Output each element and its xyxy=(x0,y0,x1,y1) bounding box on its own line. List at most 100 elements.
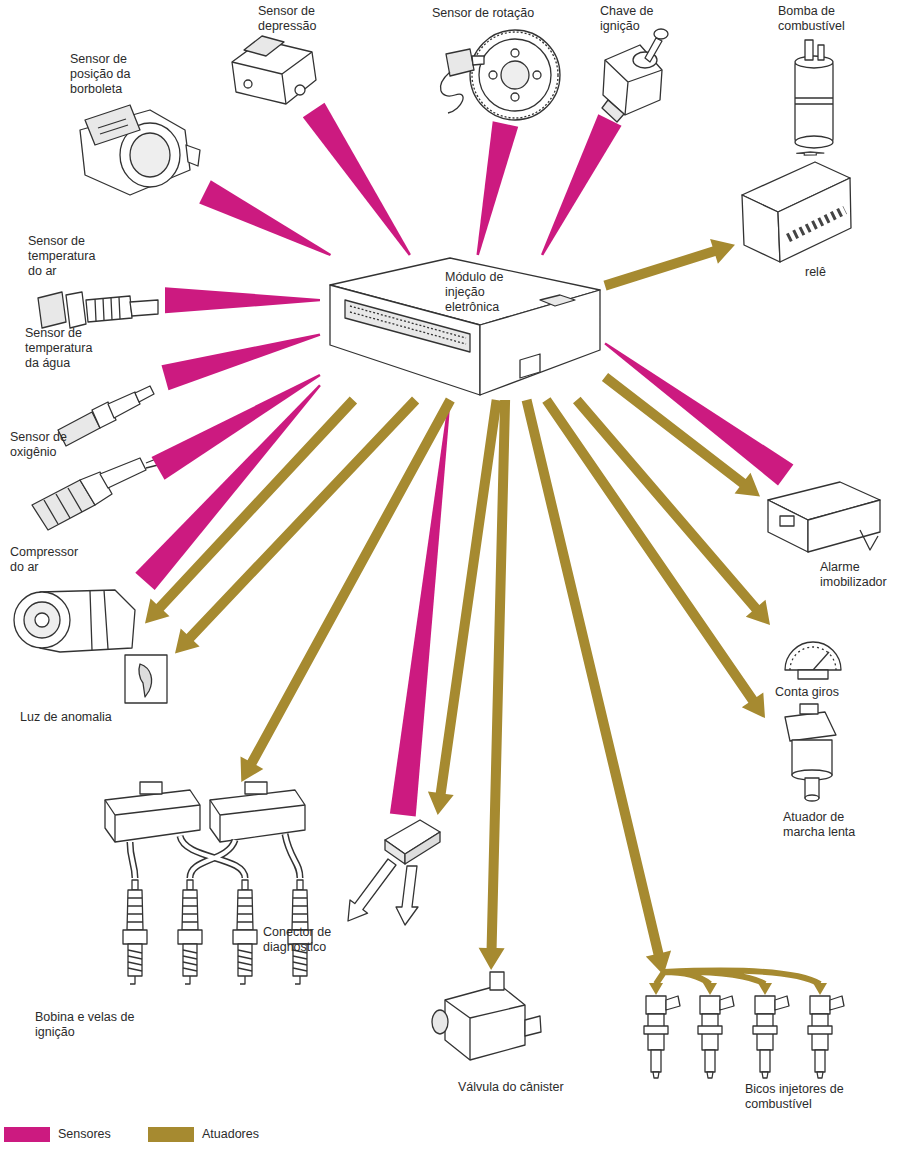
sensor-signal-wedge xyxy=(135,385,321,591)
injector-drawing xyxy=(753,996,789,1078)
canister-valve-drawing xyxy=(432,1010,448,1034)
actuator-command-arrow xyxy=(542,397,765,718)
component-label: Conta giros xyxy=(775,685,870,700)
map-sensor-drawing xyxy=(244,80,252,88)
rotation-sensor-drawing xyxy=(441,72,464,113)
tachometer-drawing xyxy=(798,670,828,679)
tachometer-drawing xyxy=(785,642,841,670)
fuel-pump-drawing xyxy=(818,45,824,60)
ignition-coil-drawing xyxy=(105,790,200,842)
sensor-signal-wedge xyxy=(199,180,331,256)
sensor-signal-wedge xyxy=(303,103,411,256)
ac-compressor-drawing xyxy=(14,590,135,652)
injector-drawing xyxy=(698,996,734,1078)
sensor-signal-wedge xyxy=(165,287,320,313)
actuator-command-arrow xyxy=(428,399,502,815)
air-temp-sensor-drawing xyxy=(66,292,86,328)
rotation-sensor-drawing xyxy=(489,71,497,79)
throttle-sensor-drawing xyxy=(186,145,200,166)
component-label: Chave de ignição xyxy=(600,4,662,34)
air-temp-sensor-drawing xyxy=(38,292,66,328)
immobilizer-drawing xyxy=(808,500,880,552)
component-node: Sensor de temperatura do ar xyxy=(25,232,165,322)
fuel-pump-drawing xyxy=(805,40,813,60)
ignition-coil-drawing xyxy=(233,880,257,984)
map-sensor-drawing xyxy=(232,52,312,104)
actuator-command-arrow xyxy=(175,397,419,654)
injector-drawing xyxy=(703,983,717,995)
ac-compressor-drawing xyxy=(24,602,60,638)
injector-drawing xyxy=(649,983,663,995)
fuel-pump-drawing xyxy=(795,98,833,104)
component-label: Sensor de posição da borboleta xyxy=(70,52,150,96)
air-temp-sensor-drawing xyxy=(130,300,158,316)
component-label: Bicos injetores de combustível xyxy=(745,1082,845,1112)
sensor-signal-wedge xyxy=(477,121,519,255)
component-label: Sensor de depressão xyxy=(258,4,324,34)
diagnostic-connector-drawing xyxy=(396,866,418,925)
fuel-pump-drawing xyxy=(795,136,833,148)
idle-actuator-drawing xyxy=(785,712,836,741)
component-node: Conector de diagnostico xyxy=(260,815,445,967)
ac-compressor-drawing xyxy=(35,613,49,627)
water-temp-sensor-drawing xyxy=(58,386,154,446)
ignition-coil-drawing xyxy=(105,800,305,842)
injector-drawing xyxy=(656,971,820,985)
immobilizer-drawing xyxy=(780,516,794,526)
diagnostic-connector-drawing xyxy=(348,820,440,925)
rotation-sensor-drawing xyxy=(501,61,529,89)
throttle-sensor-drawing xyxy=(85,105,140,145)
component-label: Válvula do cânister xyxy=(458,1080,628,1095)
legend-entry: Atuadores xyxy=(148,1127,288,1145)
water-temp-sensor-drawing xyxy=(135,386,154,402)
injector-drawing xyxy=(808,996,844,1078)
ignition-coil-drawing xyxy=(178,880,202,984)
injector-drawing xyxy=(644,971,844,1079)
sensor-signal-wedge xyxy=(162,333,321,390)
oxygen-sensor-drawing xyxy=(44,488,82,524)
oxygen-sensor-drawing xyxy=(100,458,146,488)
canister-valve-drawing xyxy=(445,1000,525,1060)
rotation-sensor-drawing xyxy=(479,39,551,111)
component-label: Bomba de combustível xyxy=(778,4,858,34)
tachometer-drawing xyxy=(785,642,841,679)
component-label: Alarme imobilizador xyxy=(820,560,910,590)
ac-compressor-drawing xyxy=(90,590,108,650)
warning-lamp-drawing xyxy=(125,655,167,703)
canister-valve-drawing xyxy=(432,972,541,1060)
component-node: Bicos injetores de combustível xyxy=(630,975,855,1125)
map-sensor-drawing xyxy=(244,36,284,56)
water-temp-sensor-drawing xyxy=(108,392,140,418)
component-node: Chave de ignição xyxy=(592,2,672,120)
relay-drawing xyxy=(778,178,851,262)
ignition-switch-drawing xyxy=(645,38,662,62)
fuel-pump-drawing xyxy=(795,56,833,68)
ignition-switch-drawing xyxy=(654,29,668,39)
component-node: Alarme imobilizador xyxy=(760,475,919,603)
component-node: Conta giros xyxy=(765,625,875,705)
rotation-sensor-drawing xyxy=(472,32,558,118)
relay-drawing xyxy=(742,195,780,262)
legend-text: Atuadores xyxy=(202,1127,259,1142)
throttle-sensor-drawing xyxy=(130,133,170,177)
ignition-coil-drawing xyxy=(123,880,147,984)
component-label: relê xyxy=(805,265,845,280)
component-node: relê xyxy=(735,155,855,285)
component-label: Conector de diagnostico xyxy=(263,925,351,955)
injector-drawing xyxy=(758,983,772,995)
warning-lamp-drawing xyxy=(125,655,167,703)
legend-swatch xyxy=(148,1127,194,1142)
air-temp-sensor-drawing xyxy=(95,297,120,321)
diagnostic-connector-drawing xyxy=(348,859,396,921)
actuator-command-arrow xyxy=(241,398,455,782)
rotation-sensor-drawing xyxy=(511,93,519,101)
component-node: Bobina e velas de ignição xyxy=(30,782,335,1044)
ecu-module-drawing xyxy=(330,258,600,395)
rotation-sensor-drawing xyxy=(533,71,541,79)
air-temp-sensor-drawing xyxy=(86,296,132,322)
component-node: Bomba de combustível xyxy=(770,2,870,152)
actuator-command-arrow xyxy=(522,399,671,975)
injector-drawing xyxy=(644,996,680,1078)
